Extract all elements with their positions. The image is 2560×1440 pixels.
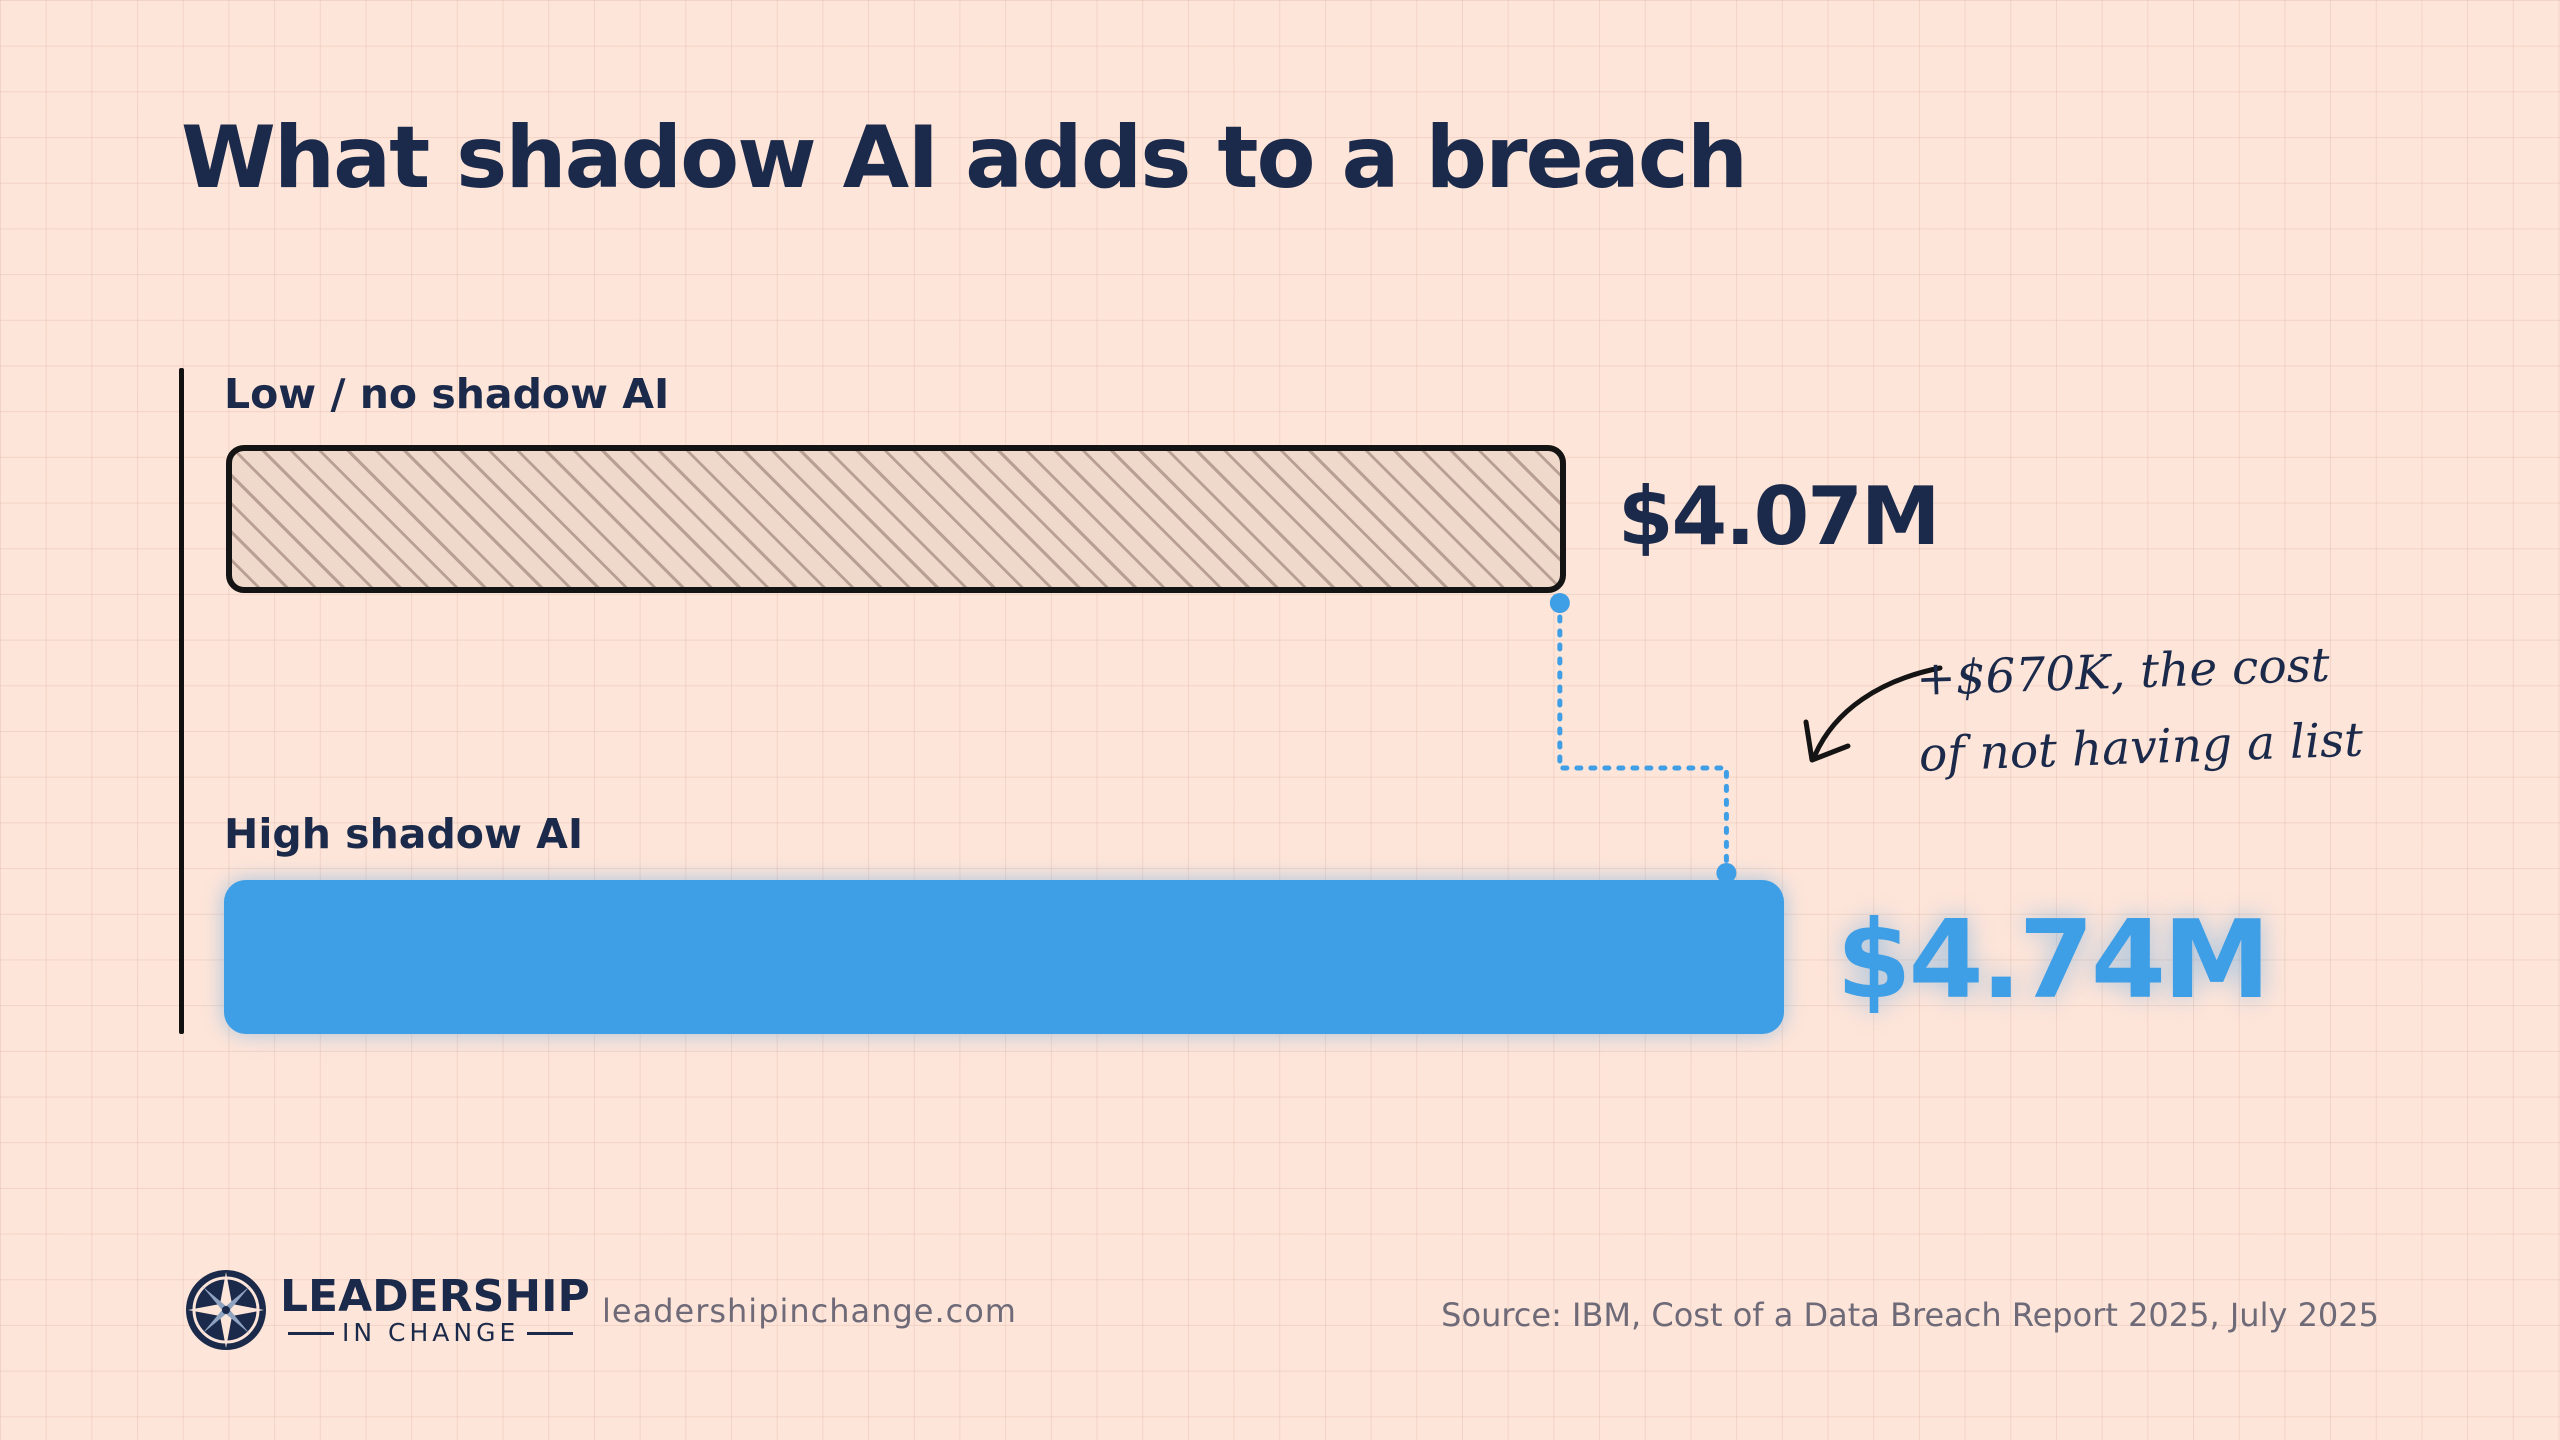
logo-tagline: IN CHANGE [342, 1318, 520, 1347]
connector-start-dot [1549, 593, 1570, 613]
logo-wordmark-bottom: IN CHANGE [280, 1320, 590, 1346]
website-link[interactable]: leadershipinchange.com [602, 1292, 1017, 1330]
category-label-low: Low / no shadow AI [224, 370, 670, 418]
bar-low-shadow-ai [226, 445, 1566, 593]
logo-wordmark-top: LEADERSHIP [280, 1271, 590, 1322]
chart-title: What shadow AI adds to a breach [181, 108, 1748, 208]
annotation-arrowhead [1803, 719, 1851, 763]
source-citation: Source: IBM, Cost of a Data Breach Repor… [1441, 1296, 2379, 1334]
value-label-high: $4.74M [1836, 898, 2270, 1023]
brand-logo: LEADERSHIP IN CHANGE [182, 1266, 590, 1354]
compass-rose-icon [186, 1270, 266, 1350]
baseline-axis [179, 368, 184, 1034]
bar-high-shadow-ai [224, 880, 1785, 1034]
category-label-high: High shadow AI [224, 810, 584, 858]
connector-dotted-line [1557, 600, 1729, 876]
difference-annotation: +$670K, the cost of not having a list [1915, 624, 2440, 794]
value-label-low: $4.07M [1617, 470, 1941, 563]
